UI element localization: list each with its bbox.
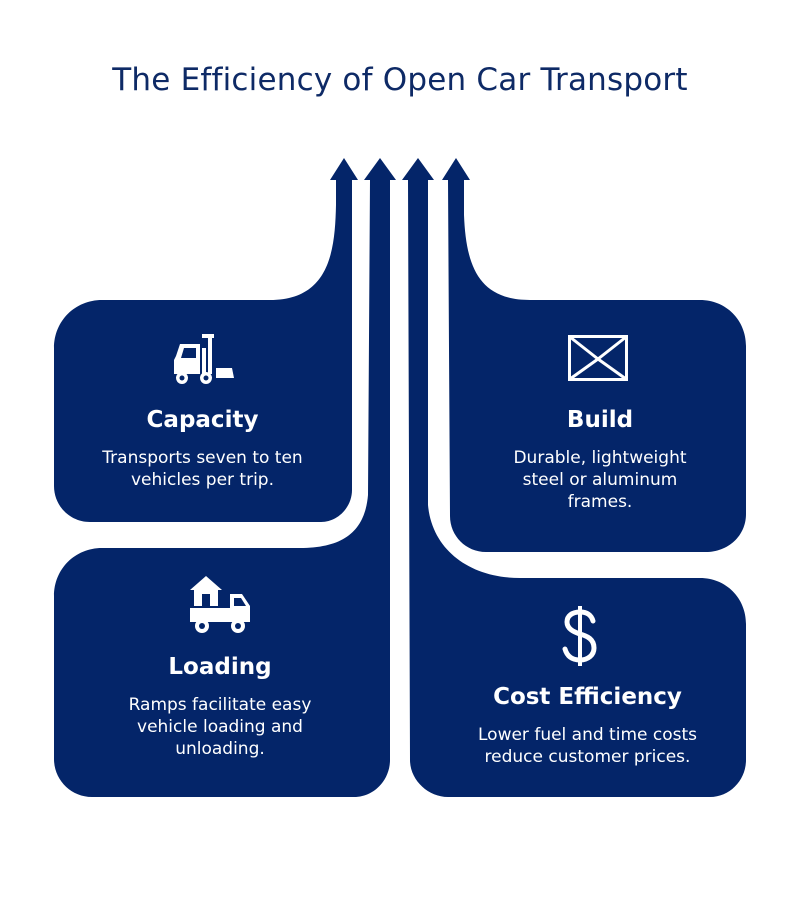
capacity-title: Capacity <box>146 407 259 433</box>
build-card: Build Durable, lightweight steel or alum… <box>470 407 730 513</box>
capacity-card-shape <box>54 158 358 522</box>
cost-card: Cost Efficiency Lower fuel and time cost… <box>440 684 735 768</box>
page-title: The Efficiency of Open Car Transport <box>112 62 688 98</box>
loading-description: Ramps facilitate easy vehicle loading an… <box>128 695 312 759</box>
build-title: Build <box>566 407 634 433</box>
truck-icon <box>172 334 236 390</box>
capacity-description: Transports seven to ten vehicles per tri… <box>102 448 303 490</box>
house-truck-icon <box>190 576 252 638</box>
cost-card-shape <box>402 158 746 797</box>
capacity-card: Capacity Transports seven to ten vehicle… <box>70 407 335 491</box>
envelope-frame-icon <box>568 335 628 385</box>
cost-description: Lower fuel and time costs reduce custome… <box>478 725 697 767</box>
build-description: Durable, lightweight steel or aluminum f… <box>513 448 687 512</box>
loading-title: Loading <box>168 654 272 680</box>
loading-card-shape <box>54 158 396 797</box>
cost-title: Cost Efficiency <box>493 684 682 710</box>
dollar-icon <box>560 604 600 672</box>
loading-card: Loading Ramps facilitate easy vehicle lo… <box>80 654 360 760</box>
